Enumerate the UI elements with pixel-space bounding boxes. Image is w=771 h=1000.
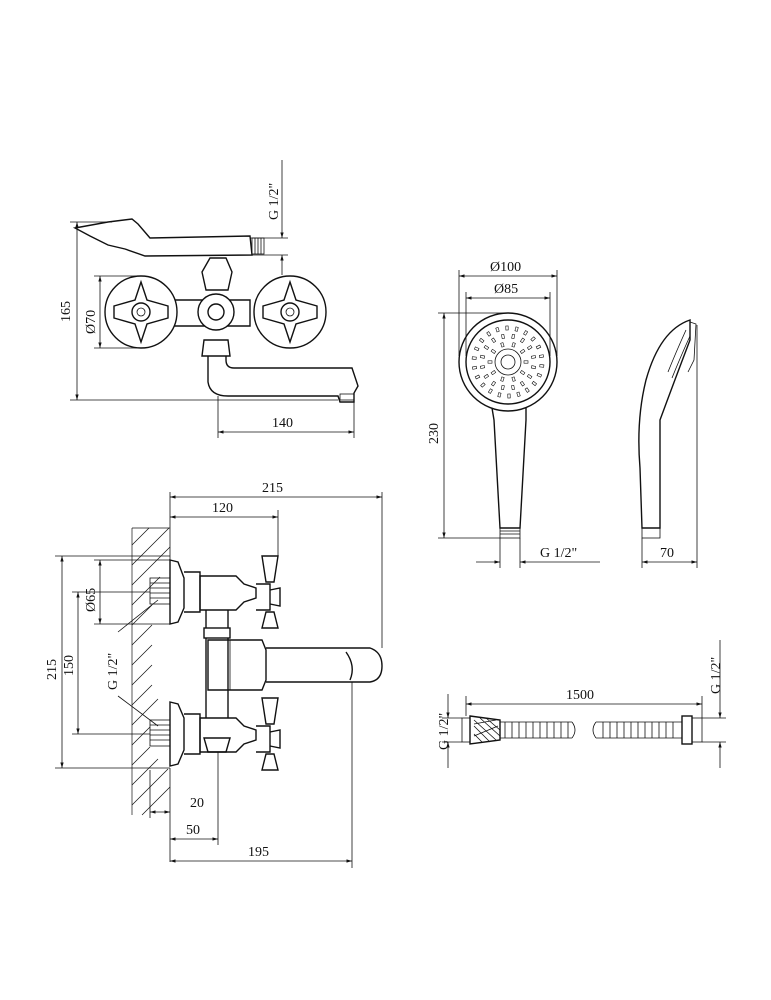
side-view-thread-label: G 1/2" bbox=[106, 653, 121, 690]
nozzle bbox=[539, 364, 545, 368]
nozzle bbox=[526, 373, 533, 380]
side-view-spout-depth-label: 195 bbox=[248, 845, 269, 860]
side-view-inlet-spacing-label: 150 bbox=[62, 655, 77, 676]
top-view-spout-reach-label: 140 bbox=[272, 416, 293, 431]
shower-nozzles bbox=[471, 325, 545, 399]
side-view-offset-small-label: 20 bbox=[190, 796, 204, 811]
side-view-handle-depth-label: 120 bbox=[212, 501, 233, 516]
nozzle bbox=[519, 337, 526, 344]
nozzle bbox=[479, 365, 486, 369]
nozzle bbox=[519, 370, 526, 376]
nozzle bbox=[471, 356, 477, 360]
nozzle bbox=[480, 382, 486, 388]
nozzle bbox=[490, 348, 497, 354]
nozzle bbox=[479, 354, 486, 359]
shower-inner-diameter-label: Ø85 bbox=[494, 282, 518, 297]
nozzle bbox=[511, 333, 516, 340]
nozzle bbox=[491, 337, 497, 344]
shower-head-front-view: Ø100 Ø85 230 G 1/2" bbox=[427, 260, 600, 568]
top-view-height-label: 165 bbox=[59, 301, 74, 322]
nozzle bbox=[471, 365, 478, 370]
nozzle bbox=[519, 348, 526, 354]
nozzle bbox=[523, 330, 529, 336]
hose-left-thread-label: G 1/2" bbox=[437, 713, 452, 750]
side-view-total-depth-label: 215 bbox=[262, 481, 283, 496]
nozzle bbox=[524, 387, 530, 393]
shower-hose: 1500 G 1/2" G 1/2" bbox=[437, 640, 726, 768]
nozzle bbox=[530, 336, 536, 342]
nozzle bbox=[536, 372, 543, 378]
hose-right-thread-label: G 1/2" bbox=[709, 657, 724, 694]
nozzle bbox=[497, 392, 502, 398]
shower-width-label: 70 bbox=[660, 546, 674, 561]
nozzle bbox=[474, 374, 481, 380]
nozzle bbox=[516, 391, 521, 397]
top-view-handle-diameter-label: Ø70 bbox=[84, 310, 99, 334]
nozzle bbox=[490, 380, 497, 387]
upper-cross-handle bbox=[256, 555, 281, 629]
nozzle bbox=[500, 376, 505, 382]
nozzle bbox=[487, 360, 493, 364]
faucet-top-view: G 1/2" 165 Ø70 140 bbox=[59, 160, 359, 438]
shower-thread-label: G 1/2" bbox=[540, 546, 577, 561]
nozzle bbox=[478, 337, 485, 344]
nozzle bbox=[523, 360, 529, 364]
side-view-flange-diameter-label: Ø65 bbox=[84, 588, 99, 612]
nozzle bbox=[505, 325, 509, 331]
top-view-thread-label: G 1/2" bbox=[267, 183, 282, 220]
nozzle bbox=[511, 342, 516, 348]
nozzle bbox=[514, 326, 519, 332]
nozzle bbox=[530, 365, 537, 370]
side-view-offset-mid-label: 50 bbox=[186, 823, 200, 838]
nozzle bbox=[519, 380, 525, 387]
faucet-side-view: 215 120 215 150 Ø65 G 1/2" 20 50 bbox=[45, 481, 383, 868]
nozzle bbox=[500, 342, 505, 348]
hose-length-label: 1500 bbox=[566, 688, 594, 703]
nozzle bbox=[495, 327, 500, 333]
shower-head-side-view: 70 bbox=[638, 319, 698, 568]
nozzle bbox=[511, 384, 515, 391]
nozzle bbox=[526, 345, 533, 351]
nozzle bbox=[531, 380, 538, 387]
wall-hatch bbox=[131, 527, 171, 816]
nozzle bbox=[507, 393, 511, 399]
nozzle bbox=[511, 376, 516, 382]
nozzle bbox=[483, 373, 490, 379]
nozzle bbox=[487, 388, 493, 394]
shower-outer-diameter-label: Ø100 bbox=[490, 260, 521, 275]
nozzle bbox=[500, 384, 505, 391]
nozzle bbox=[490, 370, 497, 376]
nozzle bbox=[535, 344, 542, 350]
nozzle bbox=[473, 346, 480, 352]
nozzle bbox=[538, 354, 545, 359]
shower-length-label: 230 bbox=[427, 423, 442, 444]
side-view-body-height-label: 215 bbox=[45, 659, 60, 680]
nozzle bbox=[483, 344, 490, 351]
nozzle bbox=[530, 355, 537, 359]
lower-cross-handle bbox=[256, 697, 281, 771]
nozzle bbox=[501, 333, 505, 340]
nozzle bbox=[486, 331, 492, 337]
